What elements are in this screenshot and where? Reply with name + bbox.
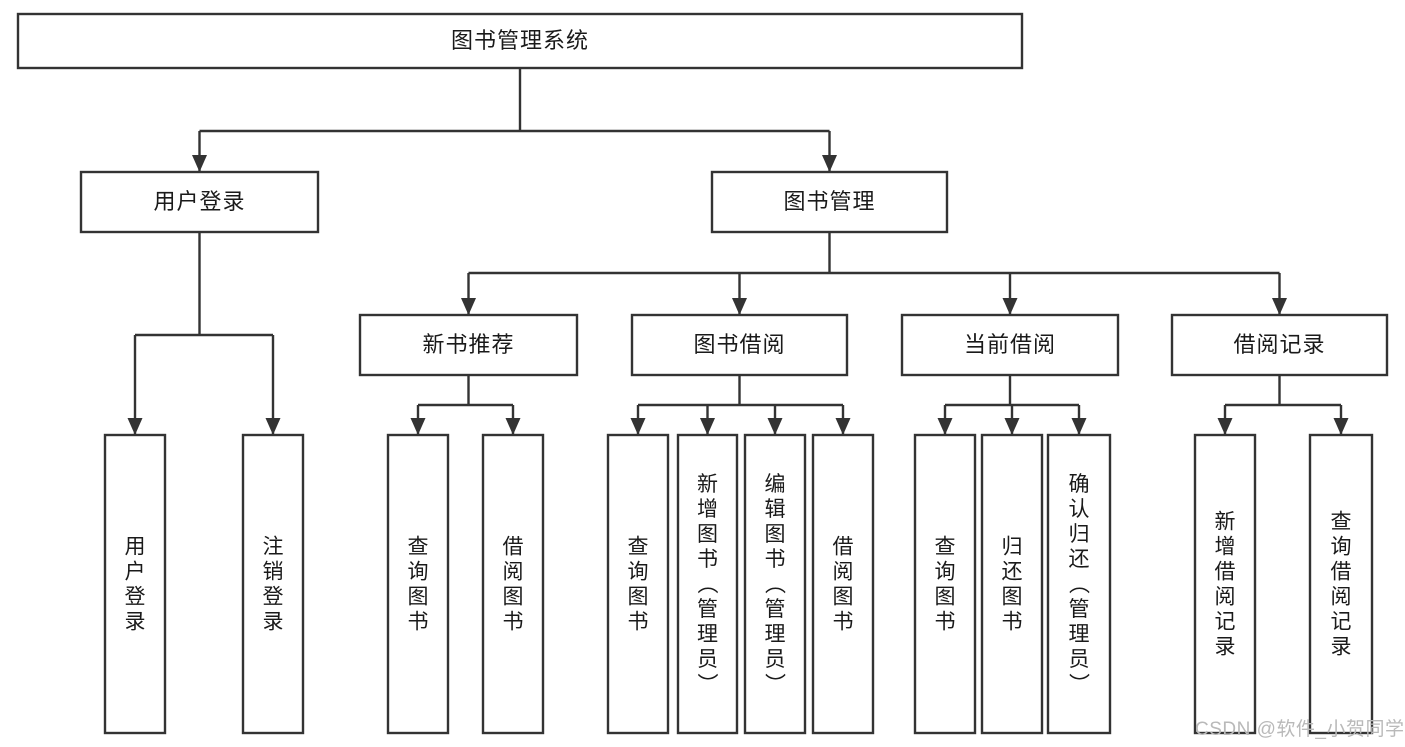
arrow-head-icon [127,418,143,435]
node-label-recommend-borrow-book: 借阅图书 [503,536,524,634]
node-box-user-login-do[interactable] [103,433,167,735]
arrow-head-icon [410,418,426,435]
node-recommend-borrow-book[interactable]: 借阅图书 [481,433,545,735]
node-label-current-query-book: 查询图书 [935,536,956,634]
node-current-confirm-return[interactable]: 确认归还（管理员） [1046,433,1112,735]
node-borrow-add-book[interactable]: 新增图书（管理员） [676,433,739,735]
node-user-login[interactable]: 用户登录 [79,170,320,234]
arrow-head-icon [265,418,281,435]
node-box-recommend-query-book[interactable] [386,433,450,735]
node-box-record-query[interactable] [1308,433,1374,735]
arrow-head-icon [461,298,476,315]
node-box-borrow-borrow-book[interactable] [811,433,875,735]
node-borrow-query-book[interactable]: 查询图书 [606,433,670,735]
arrow-head-icon [1002,298,1018,315]
node-current-return-book[interactable]: 归还图书 [980,433,1044,735]
node-box-book-borrow[interactable] [630,313,849,377]
node-record-add[interactable]: 新增借阅记录 [1193,433,1257,735]
node-label-book-borrow: 图书借阅 [693,332,785,357]
node-label-root: 图书管理系统 [451,28,589,53]
node-label-record-query: 查询借阅记录 [1331,511,1352,659]
node-label-borrow-add-book: 新增图书（管理员） [697,473,719,696]
node-box-borrow-record[interactable] [1170,313,1389,377]
arrow-head-icon [1333,418,1349,435]
arrow-head-icon [630,418,646,435]
node-recommend-query-book[interactable]: 查询图书 [386,433,450,735]
node-label-user-login: 用户登录 [153,189,245,214]
node-label-borrow-borrow-book: 借阅图书 [833,536,854,634]
arrow-head-icon [1004,418,1020,435]
node-label-record-add: 新增借阅记录 [1215,511,1236,659]
node-borrow-edit-book[interactable]: 编辑图书（管理员） [743,433,807,735]
connectors-layer [127,68,1349,435]
node-label-borrow-query-book: 查询图书 [628,536,649,634]
arrow-head-icon [732,298,747,315]
node-box-current-confirm-return[interactable] [1046,433,1112,735]
node-label-current-borrow: 当前借阅 [964,332,1056,357]
csdn-watermark: CSDN @软件_小贺同学 [1195,718,1404,740]
node-box-record-add[interactable] [1193,433,1257,735]
arrow-head-icon [822,155,837,172]
node-label-current-return-book: 归还图书 [1002,536,1023,634]
node-box-current-borrow[interactable] [900,313,1120,377]
node-box-borrow-query-book[interactable] [606,433,670,735]
node-book-borrow[interactable]: 图书借阅 [630,313,849,377]
node-label-current-confirm-return: 确认归还（管理员） [1069,473,1091,696]
node-borrow-borrow-book[interactable]: 借阅图书 [811,433,875,735]
node-box-user-login[interactable] [79,170,320,234]
arrow-head-icon [1272,298,1287,315]
node-label-borrow-edit-book: 编辑图书（管理员） [765,473,787,696]
node-box-new-book-recommend[interactable] [358,313,579,377]
node-box-current-return-book[interactable] [980,433,1044,735]
node-box-root[interactable] [16,12,1024,70]
node-box-book-manage[interactable] [710,170,949,234]
arrow-head-icon [192,155,207,172]
node-box-user-logout[interactable] [241,433,305,735]
node-current-borrow[interactable]: 当前借阅 [900,313,1120,377]
arrow-head-icon [1217,418,1233,435]
node-borrow-record[interactable]: 借阅记录 [1170,313,1389,377]
node-user-logout[interactable]: 注销登录 [241,433,305,735]
node-box-current-query-book[interactable] [913,433,977,735]
arrow-head-icon [767,418,783,435]
arrow-head-icon [700,418,715,435]
node-label-book-manage: 图书管理 [783,189,875,214]
nodes-layer: 图书管理系统用户登录用户登录注销登录图书管理新书推荐查询图书借阅图书图书借阅查询… [16,12,1389,735]
node-current-query-book[interactable]: 查询图书 [913,433,977,735]
arrow-head-icon [1071,418,1087,435]
node-box-borrow-add-book[interactable] [676,433,739,735]
node-box-borrow-edit-book[interactable] [743,433,807,735]
node-record-query[interactable]: 查询借阅记录 [1308,433,1374,735]
arrow-head-icon [835,418,851,435]
node-label-recommend-query-book: 查询图书 [408,536,429,634]
node-label-user-logout: 注销登录 [263,536,284,634]
arrow-head-icon [937,418,953,435]
node-label-new-book-recommend: 新书推荐 [422,332,514,357]
node-new-book-recommend[interactable]: 新书推荐 [358,313,579,377]
arrow-head-icon [505,418,521,435]
node-book-manage[interactable]: 图书管理 [710,170,949,234]
node-label-user-login-do: 用户登录 [125,536,146,634]
node-root[interactable]: 图书管理系统 [16,12,1024,70]
node-user-login-do[interactable]: 用户登录 [103,433,167,735]
node-box-recommend-borrow-book[interactable] [481,433,545,735]
node-label-borrow-record: 借阅记录 [1233,332,1325,357]
